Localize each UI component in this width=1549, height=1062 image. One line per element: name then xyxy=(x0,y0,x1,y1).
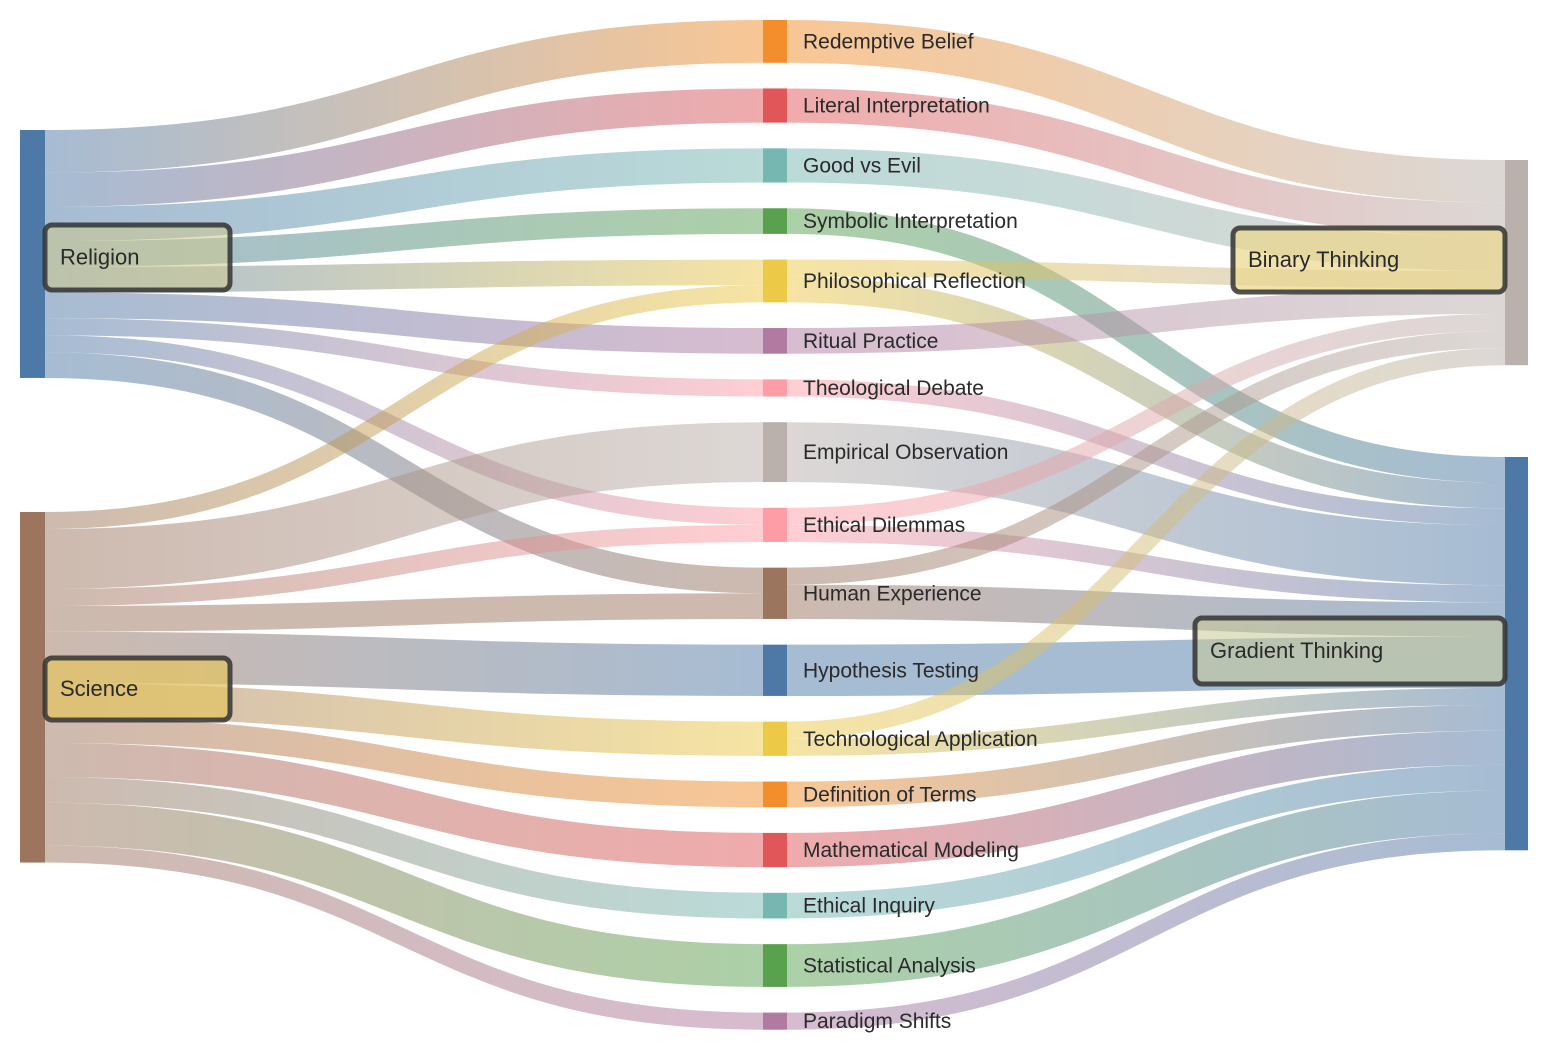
link-religion-to-goodevil[interactable] xyxy=(44,148,764,242)
link-religion-to-ethdil[interactable] xyxy=(44,335,764,525)
link-math-to-gradient[interactable] xyxy=(786,730,1506,868)
node-literal[interactable] xyxy=(763,88,787,123)
link-empirical-to-gradient[interactable] xyxy=(786,422,1506,586)
link-ethdil-to-binary[interactable] xyxy=(786,313,1506,525)
link-ethinq-to-gradient[interactable] xyxy=(786,764,1506,919)
label-ethdil: Ethical Dilemmas xyxy=(803,514,965,537)
node-redemptive[interactable] xyxy=(763,20,787,63)
link-ethdil-to-gradient[interactable] xyxy=(786,524,1506,603)
link-tech-to-binary[interactable] xyxy=(786,348,1506,739)
node-empirical[interactable] xyxy=(763,422,787,483)
link-science-to-paradigm[interactable] xyxy=(44,845,764,1030)
label-box-religion xyxy=(42,222,233,293)
node-hypothesis[interactable] xyxy=(763,644,787,696)
label-human: Human Experience xyxy=(803,582,982,605)
label-binary: Binary Thinking xyxy=(1248,247,1399,272)
link-religion-to-human[interactable] xyxy=(44,352,764,594)
link-science-to-stat[interactable] xyxy=(44,802,764,987)
node-philosophical[interactable] xyxy=(763,259,787,303)
label-hypothesis: Hypothesis Testing xyxy=(803,659,979,682)
link-ritual-to-binary[interactable] xyxy=(786,288,1506,354)
link-science-to-philosophical[interactable] xyxy=(44,285,764,530)
link-literal-to-binary[interactable] xyxy=(786,88,1506,237)
label-literal: Literal Interpretation xyxy=(803,95,990,118)
label-ritual: Ritual Practice xyxy=(803,330,938,353)
link-science-to-math[interactable] xyxy=(44,742,764,868)
link-religion-to-literal[interactable] xyxy=(44,88,764,207)
node-theological[interactable] xyxy=(763,379,787,397)
nodes-layer xyxy=(20,20,1528,1030)
node-math[interactable] xyxy=(763,832,787,868)
node-human[interactable] xyxy=(763,567,787,619)
label-box-binary xyxy=(1230,225,1508,295)
label-math: Mathematical Modeling xyxy=(803,839,1019,862)
node-definition[interactable] xyxy=(763,781,787,808)
node-ritual[interactable] xyxy=(763,328,787,354)
link-religion-to-redemptive[interactable] xyxy=(44,20,764,173)
link-symbolic-to-gradient[interactable] xyxy=(786,208,1506,483)
label-goodevil: Good vs Evil xyxy=(803,154,921,177)
node-paradigm[interactable] xyxy=(763,1012,787,1030)
label-symbolic: Symbolic Interpretation xyxy=(803,210,1018,233)
node-science[interactable] xyxy=(20,512,45,863)
label-ethinq: Ethical Inquiry xyxy=(803,895,935,918)
label-tech: Technological Application xyxy=(803,728,1038,751)
link-human-to-binary[interactable] xyxy=(786,331,1506,585)
node-religion[interactable] xyxy=(20,130,45,378)
link-definition-to-gradient[interactable] xyxy=(786,704,1506,808)
label-definition: Definition of Terms xyxy=(803,783,977,806)
link-tech-to-gradient[interactable] xyxy=(786,687,1506,756)
link-science-to-human[interactable] xyxy=(44,593,764,632)
label-philosophical: Philosophical Reflection xyxy=(803,270,1026,293)
label-stat: Statistical Analysis xyxy=(803,955,976,978)
label-box-gradient xyxy=(1192,615,1508,687)
node-gradient[interactable] xyxy=(1505,457,1528,851)
label-box-science xyxy=(42,655,233,723)
node-tech[interactable] xyxy=(763,721,787,756)
node-symbolic[interactable] xyxy=(763,208,787,234)
label-theological: Theological Debate xyxy=(803,377,984,400)
link-science-to-ethinq[interactable] xyxy=(44,777,764,919)
link-paradigm-to-gradient[interactable] xyxy=(786,833,1506,1030)
link-redemptive-to-binary[interactable] xyxy=(786,20,1506,203)
node-ethinq[interactable] xyxy=(763,892,787,919)
link-science-to-ethdil[interactable] xyxy=(44,524,764,607)
label-science: Science xyxy=(60,676,138,701)
link-stat-to-gradient[interactable] xyxy=(786,790,1506,987)
label-religion: Religion xyxy=(60,245,140,270)
link-science-to-empirical[interactable] xyxy=(44,422,764,589)
node-binary[interactable] xyxy=(1505,160,1528,366)
label-empirical: Empirical Observation xyxy=(803,441,1008,464)
label-gradient: Gradient Thinking xyxy=(1210,638,1383,663)
label-paradigm: Paradigm Shifts xyxy=(803,1010,951,1033)
link-religion-to-theological[interactable] xyxy=(44,318,764,397)
link-religion-to-ritual[interactable] xyxy=(44,292,764,354)
node-stat[interactable] xyxy=(763,944,787,987)
node-goodevil[interactable] xyxy=(763,148,787,183)
label-redemptive: Redemptive Belief xyxy=(803,30,974,53)
link-philosophical-to-gradient[interactable] xyxy=(786,276,1506,509)
node-ethdil[interactable] xyxy=(763,507,787,542)
link-science-to-definition[interactable] xyxy=(44,717,764,808)
